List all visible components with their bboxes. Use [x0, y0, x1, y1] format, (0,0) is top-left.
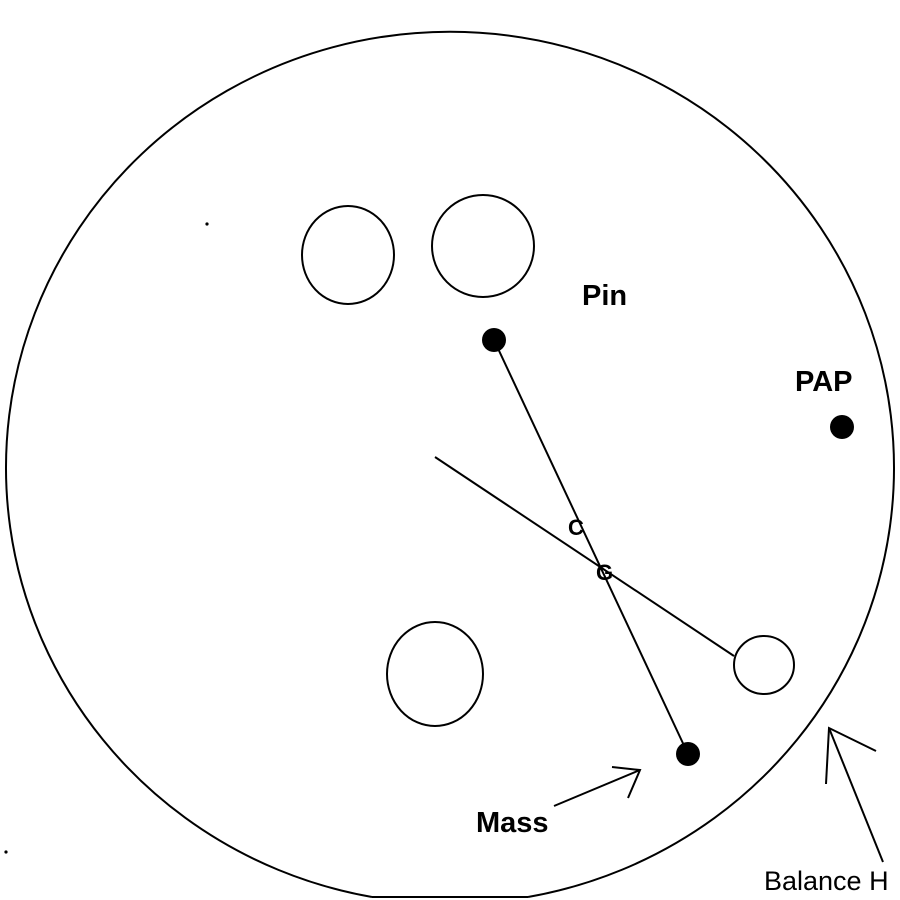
mass-arrow-icon: [553, 766, 642, 807]
cg-line: [434, 456, 735, 657]
thumb-hole: [386, 621, 484, 727]
cg-label-c: C: [568, 515, 584, 540]
mass-dot: [676, 742, 700, 766]
balance-hole: [733, 635, 795, 695]
ball-outline: [5, 30, 895, 898]
balance-hole-arrow-icon: [825, 726, 884, 863]
finger-hole-left: [301, 205, 395, 305]
balance-hole-label: Balance H: [764, 866, 889, 896]
pin-label: Pin: [582, 280, 627, 312]
speck: [4, 850, 8, 854]
cg-label-g: G: [596, 560, 613, 585]
pap-dot: [830, 415, 854, 439]
pin-dot: [482, 328, 506, 352]
pap-label: PAP: [795, 366, 852, 398]
finger-hole-right: [431, 194, 535, 298]
speck: [205, 222, 209, 226]
mass-label: Mass: [476, 807, 549, 839]
pin-to-mass-line: [493, 339, 689, 755]
